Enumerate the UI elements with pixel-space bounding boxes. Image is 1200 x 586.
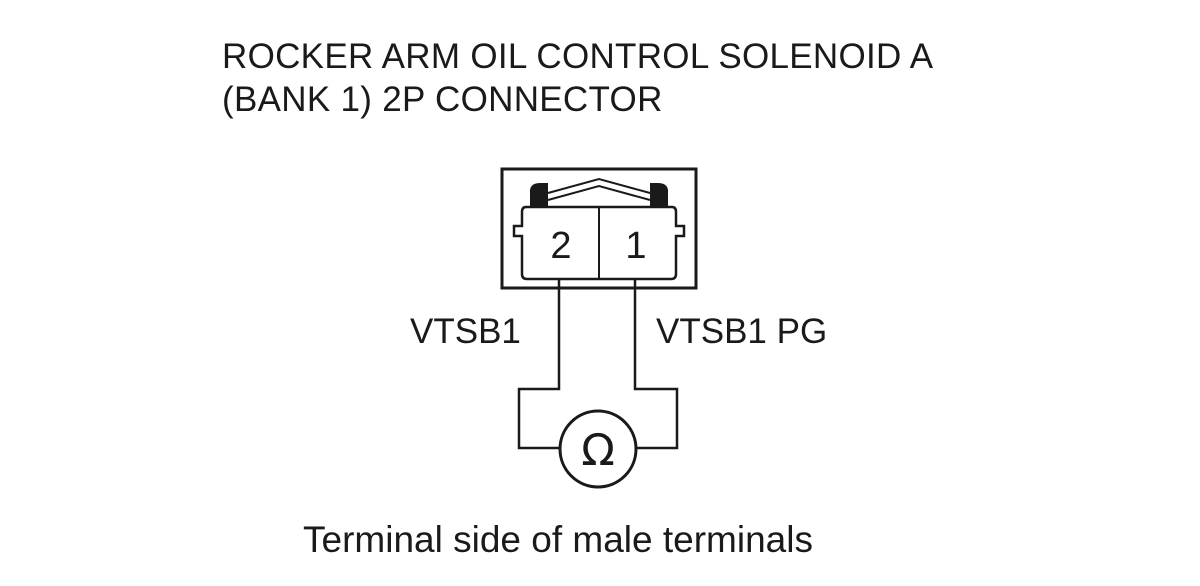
diagram-title-line-2: (BANK 1) 2P CONNECTOR bbox=[222, 80, 663, 119]
terminal-cavity bbox=[512, 205, 686, 281]
diagram-title-line-1: ROCKER ARM OIL CONTROL SOLENOID A bbox=[222, 37, 934, 76]
wire-pin-1 bbox=[633, 279, 679, 450]
pin-number-2: 2 bbox=[550, 225, 571, 267]
ohmmeter-icon: Ω bbox=[558, 409, 638, 489]
wire-pin-2 bbox=[517, 279, 561, 450]
diagram-caption: Terminal side of male terminals bbox=[303, 519, 813, 560]
ohm-symbol: Ω bbox=[581, 425, 615, 476]
wire-label-vtsb1-pg: VTSB1 PG bbox=[656, 312, 828, 351]
wire-label-vtsb1: VTSB1 bbox=[410, 312, 521, 351]
pin-number-1: 1 bbox=[625, 225, 646, 267]
